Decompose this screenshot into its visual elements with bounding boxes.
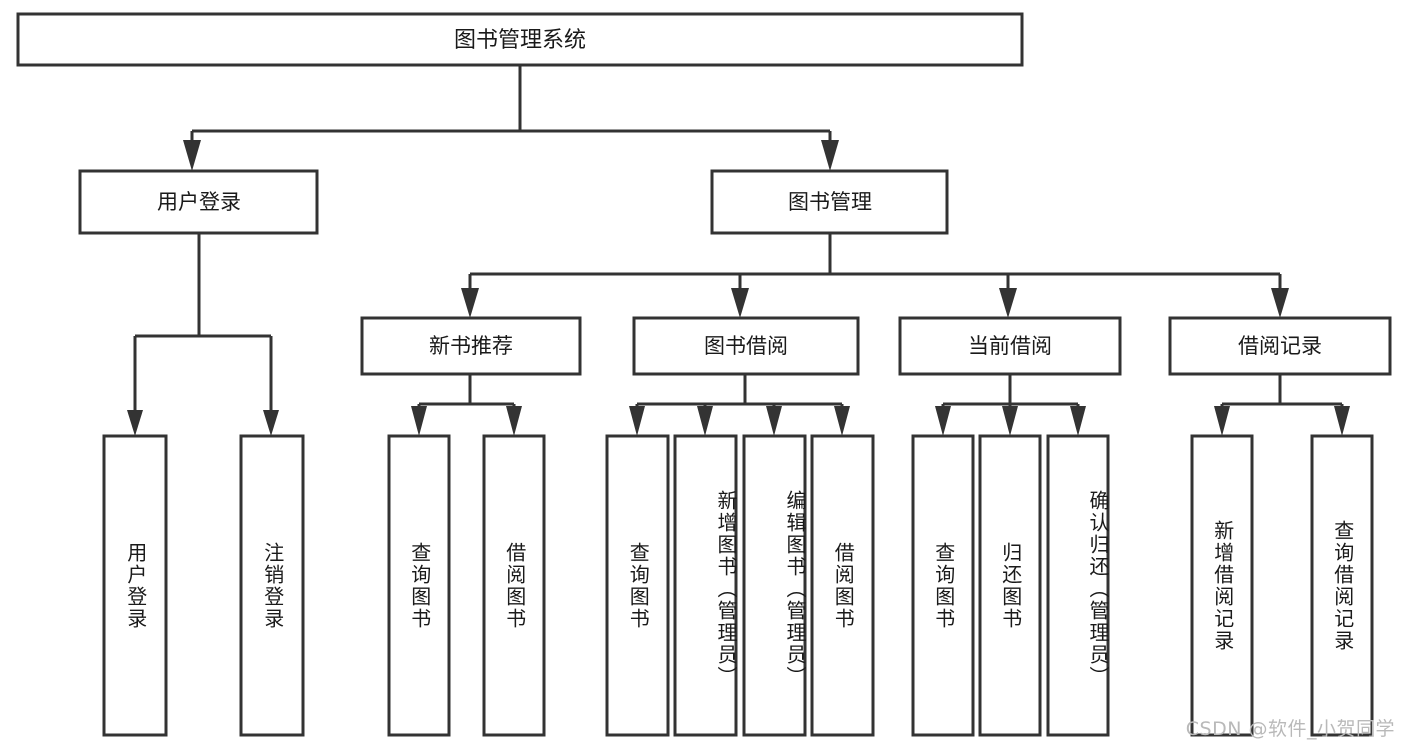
arrowhead-borrow-record (1271, 288, 1289, 318)
leaf-add-book-box[interactable] (673, 434, 738, 737)
leaf-add-record-box[interactable] (1190, 434, 1254, 737)
node-book-management-box[interactable] (710, 169, 949, 235)
node-user-login[interactable]: 用户登录 (78, 169, 319, 235)
node-new-book-recommend-box[interactable] (360, 316, 582, 376)
node-book-borrow-label: 图书借阅 (704, 334, 788, 358)
node-borrow-record-label: 借阅记录 (1238, 334, 1322, 358)
node-current-borrow[interactable]: 当前借阅 (898, 316, 1122, 376)
node-book-borrow[interactable]: 图书借阅 (632, 316, 860, 376)
arrowhead-leaf-query-record (1334, 406, 1350, 436)
node-book-borrow-box[interactable] (632, 316, 860, 376)
arrowhead-leaf-return-book (1002, 406, 1018, 436)
leaf-borrow-book-1-box[interactable] (482, 434, 546, 737)
node-borrow-record[interactable]: 借阅记录 (1168, 316, 1392, 376)
arrowhead-leaf-query-book-2 (629, 406, 645, 436)
arrowhead-book-borrow (731, 288, 749, 318)
arrowhead-leaf-user-login (127, 410, 143, 436)
arrowhead-leaf-edit-book (766, 406, 782, 436)
node-new-book-recommend-label: 新书推荐 (429, 334, 513, 358)
leaf-edit-book-box[interactable] (742, 434, 807, 737)
leaf-confirm-return-box[interactable] (1046, 434, 1110, 737)
leaf-box-layer (102, 434, 1374, 737)
leaf-query-book-3-box[interactable] (911, 434, 975, 737)
arrowhead-leaf-borrow-book-2 (834, 406, 850, 436)
node-borrow-record-box[interactable] (1168, 316, 1392, 376)
node-book-management[interactable]: 图书管理 (710, 169, 949, 235)
arrowhead-book-management (821, 140, 839, 171)
arrowhead-leaf-query-book-1 (411, 406, 427, 436)
node-new-book-recommend[interactable]: 新书推荐 (360, 316, 582, 376)
csdn-watermark: CSDN @软件_小贺同学 (1185, 718, 1395, 740)
leaf-user-login-box[interactable] (102, 434, 168, 737)
arrowhead-leaf-logout (263, 410, 279, 436)
node-book-management-label: 图书管理 (788, 190, 872, 214)
node-current-borrow-label: 当前借阅 (968, 334, 1052, 358)
leaf-query-book-1-box[interactable] (387, 434, 451, 737)
node-current-borrow-box[interactable] (898, 316, 1122, 376)
leaf-borrow-book-2-box[interactable] (810, 434, 875, 737)
node-root[interactable]: 图书管理系统 (16, 12, 1024, 67)
leaf-query-record-box[interactable] (1310, 434, 1374, 737)
arrowhead-leaf-borrow-book-1 (506, 406, 522, 436)
arrowhead-leaf-add-book (697, 406, 713, 436)
arrowhead-new-book-recommend (461, 288, 479, 318)
leaf-logout-box[interactable] (239, 434, 305, 737)
node-root-box[interactable] (16, 12, 1024, 67)
arrowhead-current-borrow (999, 288, 1017, 318)
leaf-return-book-box[interactable] (978, 434, 1042, 737)
arrowhead-leaf-confirm-return (1070, 406, 1086, 436)
node-user-login-label: 用户登录 (157, 190, 241, 214)
connector-layer (127, 65, 1350, 436)
leaf-query-book-2-box[interactable] (605, 434, 670, 737)
node-user-login-box[interactable] (78, 169, 319, 235)
arrowhead-user-login (183, 140, 201, 171)
arrowhead-leaf-query-book-3 (935, 406, 951, 436)
arrowhead-leaf-add-record (1214, 406, 1230, 436)
node-root-label: 图书管理系统 (454, 28, 586, 53)
